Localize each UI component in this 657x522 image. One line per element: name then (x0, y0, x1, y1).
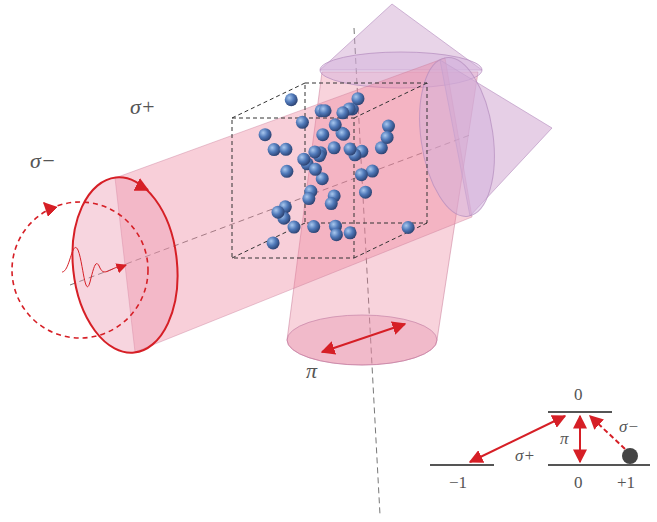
atom (325, 197, 338, 210)
trap-volume (232, 83, 427, 258)
atom (288, 221, 301, 234)
atom (382, 120, 395, 133)
atom (268, 143, 281, 156)
level-label: 0 (574, 386, 583, 403)
atom (267, 236, 280, 249)
atom (337, 128, 350, 141)
atom (309, 163, 322, 176)
atom (355, 168, 368, 181)
atom (316, 128, 329, 141)
atom (279, 143, 292, 156)
atom (259, 128, 272, 141)
atom (297, 153, 310, 166)
transition-label: σ+ (515, 447, 535, 464)
level-diagram (430, 412, 650, 465)
atom (280, 165, 293, 178)
atom-cloud (259, 92, 415, 249)
polarization-label: σ+ (130, 96, 156, 118)
atom (344, 226, 357, 239)
polarization-symbols (12, 186, 405, 352)
transition-label: σ− (619, 418, 639, 435)
atom (296, 116, 309, 129)
atom (336, 106, 349, 119)
atom (359, 186, 372, 199)
atom (330, 228, 343, 241)
atom (319, 104, 332, 117)
atom (272, 206, 285, 219)
polarization-label: π (306, 360, 317, 382)
atom (344, 143, 357, 156)
transition-label: π (560, 430, 569, 447)
level-label: −1 (449, 474, 467, 491)
atom (351, 92, 364, 105)
atom (308, 145, 321, 158)
level-label: +1 (617, 474, 635, 491)
atom (302, 192, 315, 205)
sigma-beam (64, 53, 552, 358)
atom (307, 220, 320, 233)
atom (285, 93, 298, 106)
atom (328, 141, 341, 154)
level-label: 0 (574, 474, 583, 491)
polarization-label: σ− (30, 150, 56, 172)
atom (402, 221, 415, 234)
atom (381, 131, 394, 144)
